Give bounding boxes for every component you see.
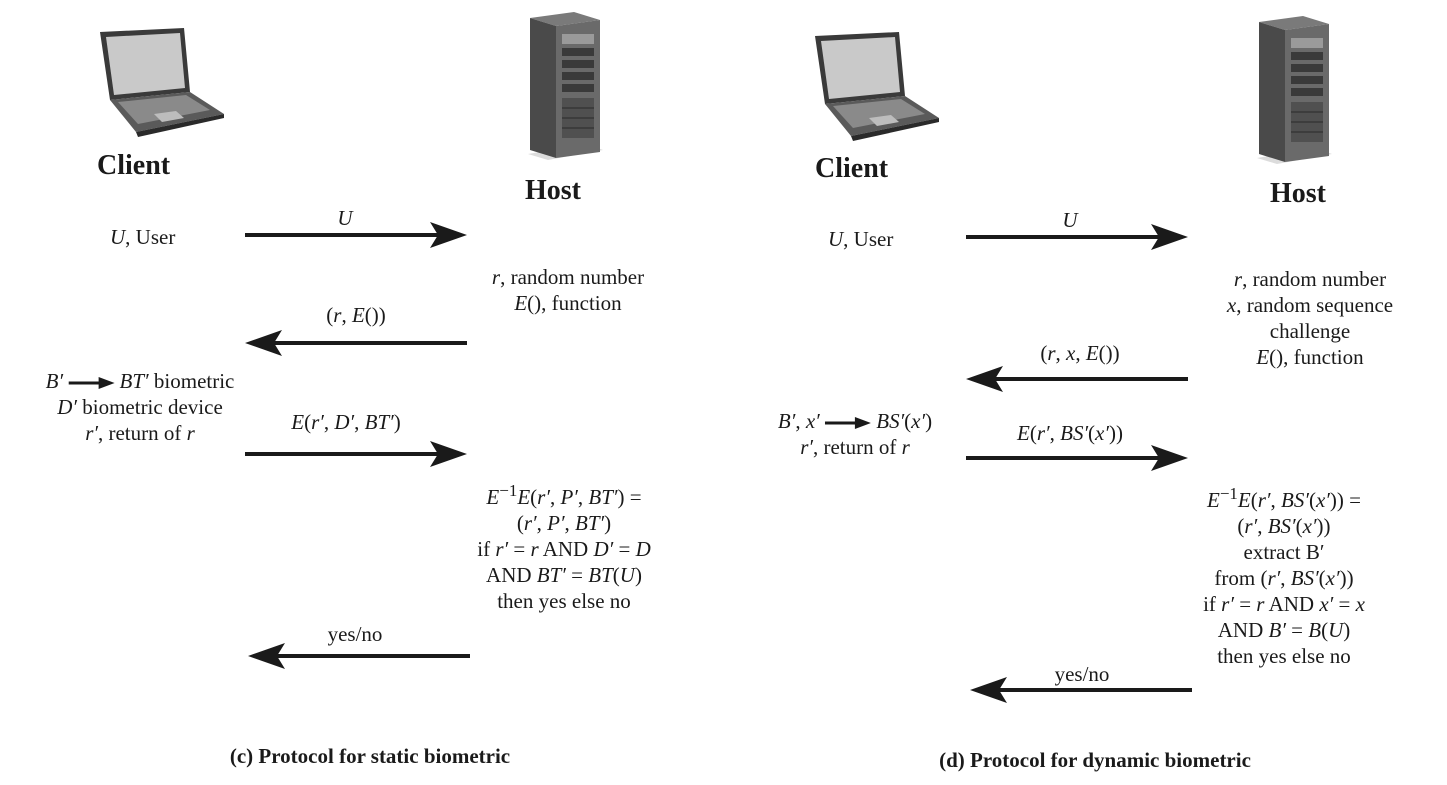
left-host-params: r, random number E(), function	[491, 265, 645, 315]
right-arrow-response	[966, 445, 1188, 471]
left-arrow-response	[245, 441, 467, 467]
right-arrow-challenge-label: (r, x, E())	[1040, 341, 1120, 365]
left-host-title: Host	[525, 175, 581, 206]
left-arrow-challenge	[245, 330, 467, 356]
right-caption: (d) Protocol for dynamic biometric	[939, 748, 1251, 772]
left-host-verify: E−1E(r′, P′, BT′) = (r′, P′, BT′) if r′ …	[477, 481, 651, 613]
left-client-response: B′ BT′ biometric D′ biometric device r′,…	[45, 369, 235, 445]
right-arrow-challenge	[966, 366, 1188, 392]
right-arrow-result-label: yes/no	[1054, 662, 1110, 686]
left-arrow-request	[245, 222, 467, 248]
right-host-title: Host	[1270, 178, 1326, 209]
right-arrow-result	[970, 677, 1192, 703]
left-client-user: U, User	[110, 225, 176, 249]
left-arrow-request-label: U	[337, 206, 353, 230]
right-arrow-response-label: E(r′, BS′(x′))	[1017, 421, 1123, 445]
left-client-title: Client	[97, 150, 171, 181]
laptop-icon	[100, 28, 224, 137]
left-arrow-result-label: yes/no	[327, 622, 383, 646]
left-arrow-response-label: E(r′, D′, BT′)	[291, 410, 401, 434]
right-arrow-request	[966, 224, 1188, 250]
server-tower-icon	[1257, 16, 1332, 164]
right-host-verify: E−1E(r′, BS′(x′)) = (r′, BS′(x′)) extrac…	[1203, 484, 1365, 668]
server-tower-icon	[528, 12, 603, 160]
laptop-icon	[815, 32, 939, 141]
right-client-title: Client	[815, 153, 889, 184]
right-host-params: r, random number x, random sequence chal…	[1226, 267, 1394, 369]
right-arrow-request-label: U	[1062, 208, 1078, 232]
left-arrow-challenge-label: (r, E())	[326, 303, 386, 327]
left-caption: (c) Protocol for static biometric	[229, 744, 511, 768]
right-client-response: B′, x′ BS′(x′) r′, return of r	[777, 409, 933, 459]
left-arrow-result	[248, 643, 470, 669]
right-client-user: U, User	[828, 227, 894, 251]
